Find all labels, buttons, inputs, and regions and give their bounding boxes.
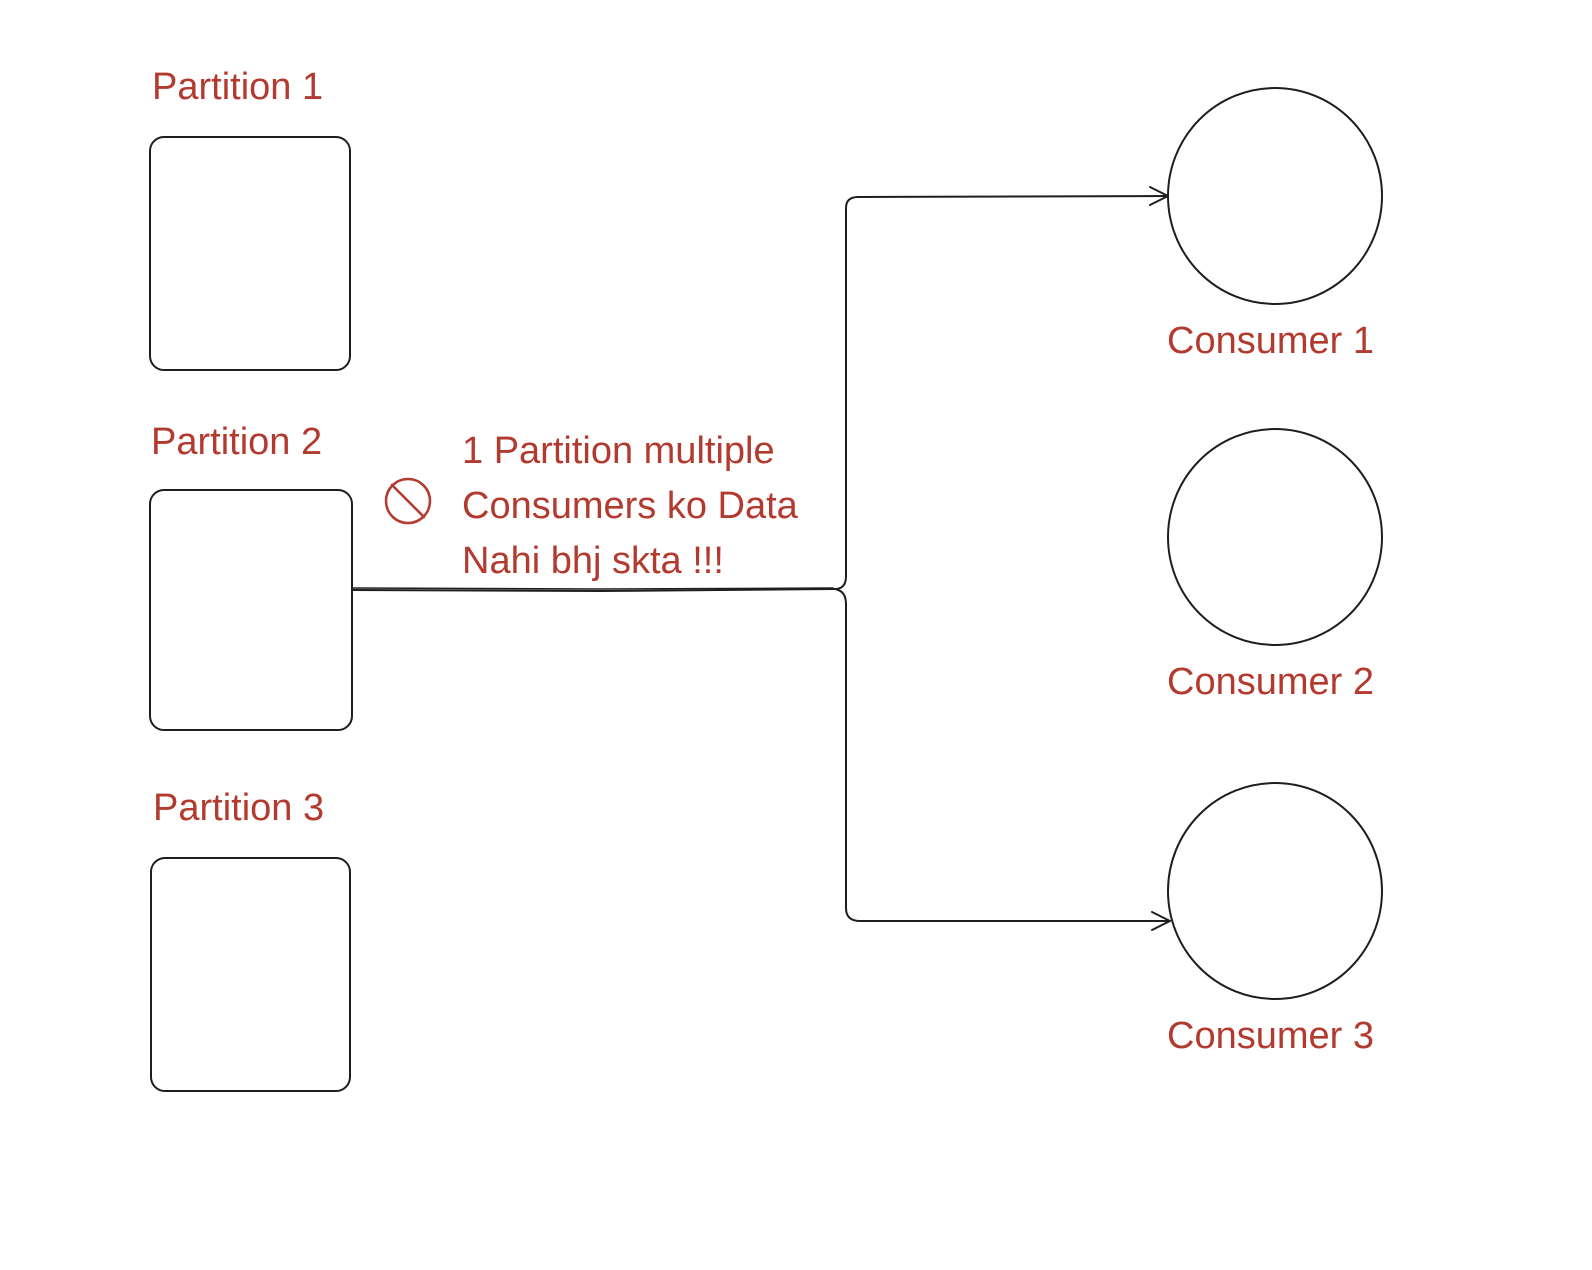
consumer-2-label: Consumer 2	[1167, 661, 1374, 703]
arrow-to-consumer-3	[834, 588, 1171, 922]
partition-1-box[interactable]	[149, 136, 351, 371]
connector-main-line	[351, 588, 836, 592]
consumer-3-circle[interactable]	[1167, 782, 1383, 1000]
partition-1-label: Partition 1	[152, 66, 324, 108]
connector-main-line-double	[351, 587, 834, 590]
partition-3-box[interactable]	[150, 857, 351, 1092]
arrowhead-consumer-3	[1151, 911, 1171, 931]
note-line-2: Consumers ko Data	[462, 485, 798, 527]
arrowhead-consumer-1	[1149, 186, 1169, 206]
note-text: 1 Partition multiple Consumers ko Data N…	[462, 424, 798, 589]
note-line-3: Nahi bhj skta !!!	[462, 540, 724, 582]
partition-2-label: Partition 2	[151, 421, 323, 463]
partition-3-label: Partition 3	[153, 787, 325, 829]
partition-2-box[interactable]	[149, 489, 353, 731]
consumer-3-label: Consumer 3	[1167, 1015, 1374, 1057]
arrow-to-consumer-1	[834, 195, 1169, 590]
prohibited-icon	[384, 477, 432, 525]
consumer-1-label: Consumer 1	[1167, 320, 1374, 362]
note-line-1: 1 Partition multiple	[462, 430, 775, 472]
consumer-2-circle[interactable]	[1167, 428, 1383, 646]
consumer-1-circle[interactable]	[1167, 87, 1383, 305]
